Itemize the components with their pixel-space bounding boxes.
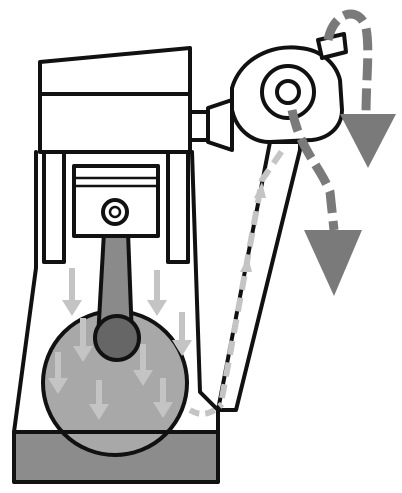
turbocharger-icon bbox=[232, 34, 346, 142]
turbo-flange bbox=[208, 100, 232, 150]
cylinder-head-base bbox=[40, 94, 190, 152]
flow-arrow-icon bbox=[340, 114, 396, 168]
flow-arrow-icon bbox=[304, 230, 362, 296]
piston-icon bbox=[74, 166, 158, 236]
cylinder-liner-left bbox=[44, 152, 64, 262]
breather-tube bbox=[218, 142, 300, 410]
cylinder-liner-right bbox=[168, 152, 188, 262]
crank-pin bbox=[95, 316, 139, 360]
